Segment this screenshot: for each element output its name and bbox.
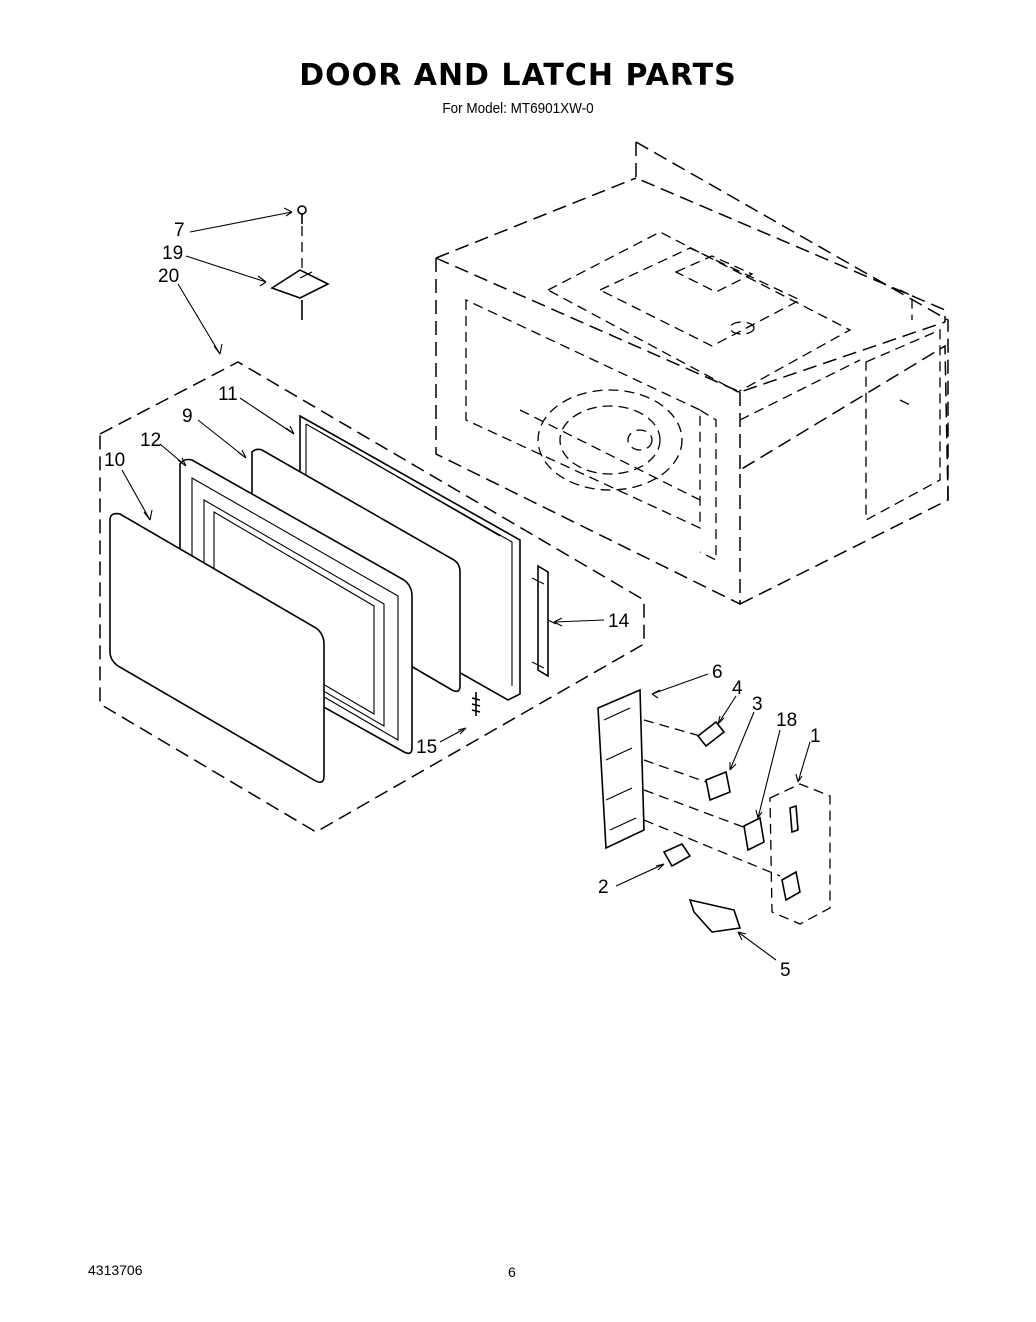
- door-glass-part: [109, 512, 325, 784]
- callout-4: 4: [732, 678, 743, 699]
- document-number: 4313706: [88, 1262, 143, 1278]
- callout-7: 7: [174, 220, 185, 241]
- clip-part: [781, 870, 801, 902]
- callout-19: 19: [162, 243, 183, 264]
- cabinet-outline: [435, 141, 949, 606]
- callout-15: 15: [416, 737, 437, 758]
- leader-dash: [643, 819, 781, 877]
- latch-holder-part: [597, 688, 645, 850]
- callout-20: 20: [158, 266, 179, 287]
- callout-10: 10: [104, 450, 125, 471]
- screw-and-hinge-part: [270, 205, 330, 320]
- callout-5: 5: [780, 960, 791, 981]
- callout-3: 3: [752, 694, 763, 715]
- page-number: 6: [508, 1264, 516, 1280]
- latch-lever-part: [531, 564, 557, 678]
- switch-part-18: [743, 816, 765, 852]
- leader-dash: [643, 789, 747, 829]
- spring-part: [471, 692, 481, 716]
- fuse-kit-box: [769, 783, 831, 925]
- switch-part-2: [662, 842, 692, 868]
- callout-11: 11: [218, 384, 238, 405]
- switch-part-3: [705, 770, 731, 802]
- hook-part: [696, 720, 726, 748]
- callout-14: 14: [608, 611, 630, 632]
- door-assembly-box: [99, 361, 645, 833]
- callout-9: 9: [182, 406, 193, 427]
- model-subtitle: For Model: MT6901XW-0: [442, 100, 594, 117]
- callout-2: 2: [598, 877, 609, 898]
- callout-6: 6: [712, 662, 723, 683]
- callout-1: 1: [810, 726, 821, 747]
- leader-lines: [121, 207, 811, 961]
- callout-18: 18: [776, 710, 797, 731]
- fuse-part: [789, 804, 799, 834]
- leader-dash: [643, 719, 701, 737]
- bracket-part: [688, 898, 742, 933]
- page-title: DOOR AND LATCH PARTS: [299, 58, 737, 93]
- callout-12: 12: [140, 430, 161, 451]
- leader-dash: [643, 759, 707, 783]
